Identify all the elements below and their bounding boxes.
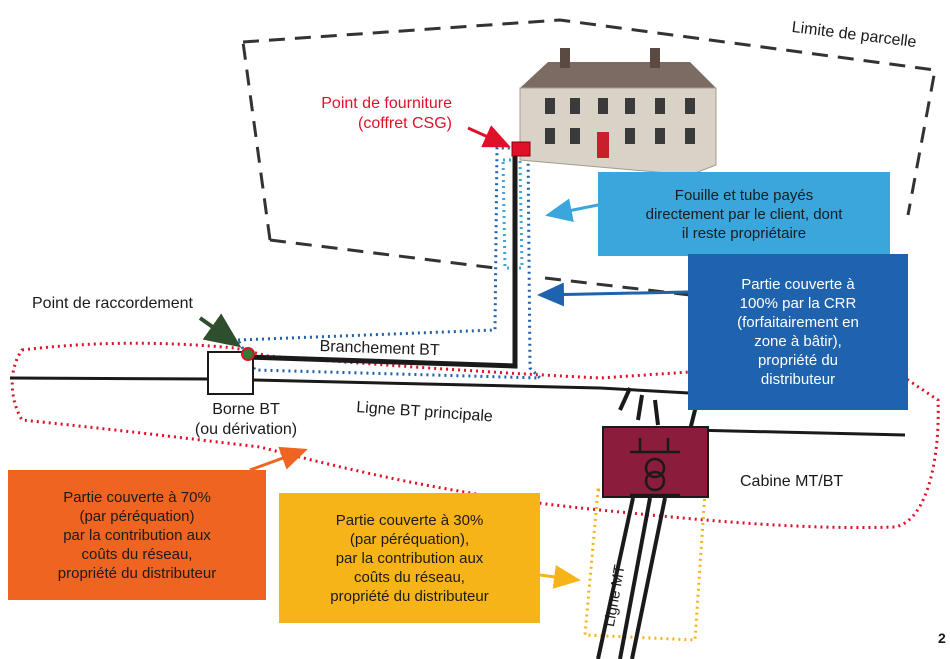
crr-box: Partie couverte à 100% par la CRR (forfa… [688,254,908,410]
house-image [519,48,717,176]
client-box: Fouille et tube payés directement par le… [598,172,890,256]
part30-box-text: Partie couverte à 30% (par péréquation),… [330,511,489,605]
page-number: 2 [938,630,946,646]
part30-arrow [539,564,581,589]
parcel-boundary [241,18,937,297]
part70-box: Partie couverte à 70% (par péréquation) … [8,470,266,600]
ligne-mt-lines [596,497,667,659]
part30-box: Partie couverte à 30% (par péréquation),… [279,493,540,623]
raccordement-arrow [198,313,242,348]
crr-arrow [537,282,689,307]
part70-arrow [249,446,308,472]
transformer-icon [630,438,680,497]
cabine-label: Cabine MT/BT [740,473,844,490]
branchement-line [247,150,518,369]
ligne-bt-right [689,428,906,437]
cabin-feed-lines [618,387,702,431]
point-fourniture-label: Point de fourniture (coffret CSG) [321,95,452,132]
borne-bt-label: Borne BT (ou dérivation) [194,401,298,438]
raccordement-point-icon [241,347,255,361]
client-arrow [545,198,599,223]
cabine-box [602,426,709,498]
point-raccordement-label: Point de raccordement [32,295,193,312]
part70-box-text: Partie couverte à 70% (par péréquation) … [57,488,217,582]
client-box-text: Fouille et tube payés directement par le… [645,186,843,242]
branchement-bt-label: Branchement BT [319,337,440,360]
coffret-csg-icon [511,141,531,157]
fourniture-arrow [467,125,511,148]
crr-box-text: Partie couverte à 100% par la CRR (forfa… [737,276,859,388]
